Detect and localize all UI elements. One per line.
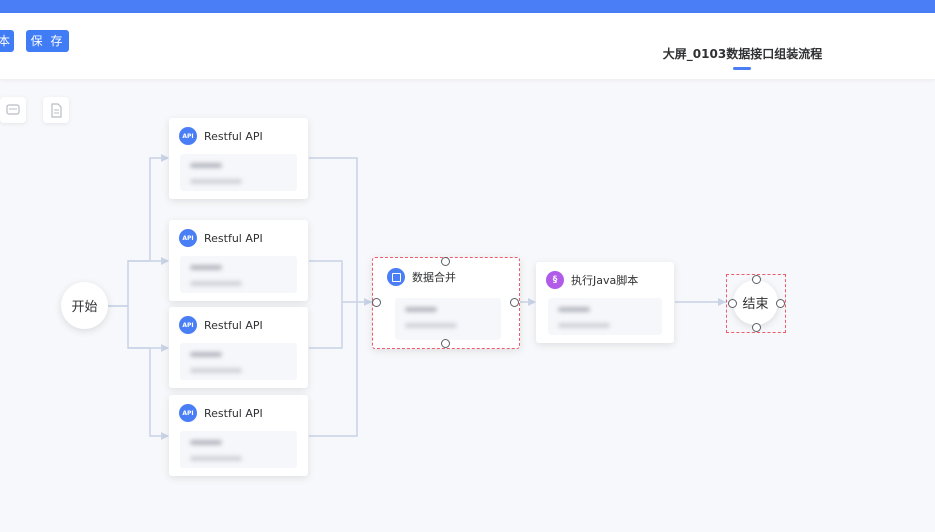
node-title: Restful API [204, 406, 263, 420]
document-icon [51, 103, 62, 118]
node-body [395, 298, 501, 340]
merge-icon [387, 268, 405, 286]
top-accent-bar [0, 0, 935, 13]
node-header: § 执行Java脚本 [546, 271, 638, 289]
connection-port[interactable] [752, 323, 761, 332]
blurred-text [190, 265, 222, 270]
blurred-text [405, 307, 437, 312]
tab-flow-title[interactable]: 大屏_0103数据接口组装流程 [662, 47, 823, 61]
blurred-text [190, 179, 242, 184]
restful-api-node-4[interactable]: API Restful API [169, 395, 308, 476]
node-header: API Restful API [179, 229, 263, 247]
java-script-node[interactable]: § 执行Java脚本 [536, 262, 674, 343]
connection-port[interactable] [752, 275, 761, 284]
node-header: 数据合并 [387, 268, 456, 286]
node-title: Restful API [204, 129, 263, 143]
connection-port[interactable] [728, 299, 737, 308]
blurred-text [190, 368, 242, 373]
blurred-text [190, 456, 242, 461]
blurred-text [190, 440, 222, 445]
preview-icon [6, 104, 20, 115]
partial-toolbar-button[interactable]: 本 [0, 30, 14, 52]
node-header: API Restful API [179, 127, 263, 145]
connector-arrows [161, 154, 726, 440]
node-title: Restful API [204, 231, 263, 245]
active-tab-indicator [733, 67, 751, 70]
blurred-text [190, 352, 222, 357]
preview-tool-button[interactable] [0, 97, 26, 123]
node-header: API Restful API [179, 404, 263, 422]
document-tool-button[interactable] [43, 97, 69, 123]
blurred-text [190, 281, 242, 286]
connection-port[interactable] [372, 298, 381, 307]
api-icon: API [179, 127, 197, 145]
node-title: 数据合并 [412, 271, 456, 284]
node-body [180, 431, 297, 468]
start-node[interactable]: 开始 [61, 282, 108, 329]
connection-port[interactable] [776, 299, 785, 308]
header-bar [0, 13, 935, 79]
data-merge-node[interactable]: 数据合并 [372, 257, 520, 349]
blurred-text [558, 307, 590, 312]
node-body [180, 343, 297, 380]
api-icon: API [179, 229, 197, 247]
connection-port[interactable] [441, 339, 450, 348]
connection-port[interactable] [510, 298, 519, 307]
api-icon: API [179, 316, 197, 334]
restful-api-node-1[interactable]: API Restful API [169, 118, 308, 199]
node-body [548, 298, 662, 335]
restful-api-node-2[interactable]: API Restful API [169, 220, 308, 301]
save-button[interactable]: 保 存 [26, 30, 69, 52]
api-icon: API [179, 404, 197, 422]
java-script-icon: § [546, 271, 564, 289]
node-title: 执行Java脚本 [571, 274, 639, 287]
node-title: Restful API [204, 318, 263, 332]
blurred-text [190, 163, 222, 168]
node-header: API Restful API [179, 316, 263, 334]
node-body [180, 154, 297, 191]
end-node[interactable]: 结束 [733, 280, 778, 325]
node-body [180, 256, 297, 293]
blurred-text [558, 323, 610, 328]
blurred-text [405, 323, 457, 328]
end-node-selection [726, 274, 786, 333]
connection-port[interactable] [441, 257, 450, 266]
restful-api-node-3[interactable]: API Restful API [169, 307, 308, 388]
